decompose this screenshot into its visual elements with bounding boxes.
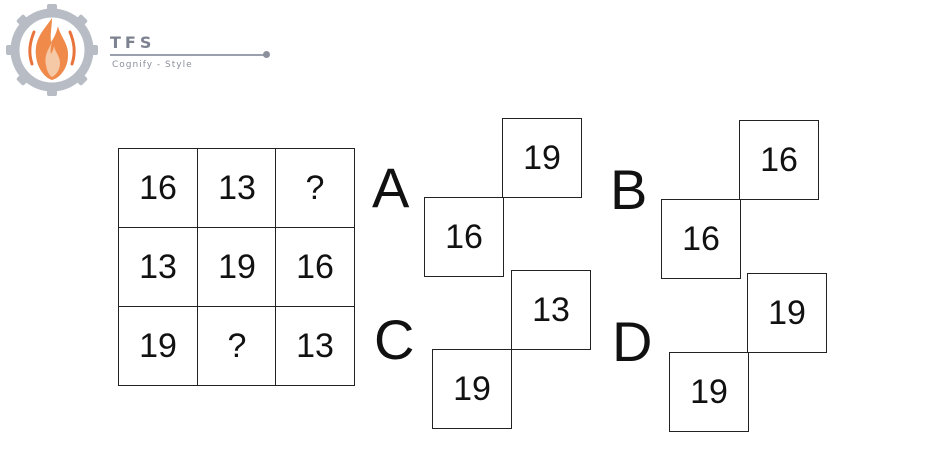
option-a-letter[interactable]: A: [372, 156, 410, 219]
option-c-letter[interactable]: C: [374, 308, 415, 371]
option-b-lower-tile[interactable]: 16: [661, 199, 741, 279]
grid-cell: 13: [197, 148, 277, 228]
option-d-lower-tile[interactable]: 19: [669, 352, 749, 432]
grid-cell: 19: [197, 227, 277, 307]
option-d-letter[interactable]: D: [612, 310, 653, 373]
logo-title: TFS: [110, 33, 156, 52]
logo-divider-dot: [263, 51, 270, 58]
option-c-lower-tile[interactable]: 19: [432, 349, 512, 429]
grid-cell: 16: [275, 227, 355, 307]
grid-cell: 16: [118, 148, 198, 228]
option-a-upper-tile[interactable]: 19: [502, 118, 582, 198]
option-a-lower-tile[interactable]: 16: [424, 197, 504, 277]
logo: TFS Cognify - Style: [0, 0, 280, 100]
grid-cell: 13: [275, 306, 355, 386]
grid-cell-missing: ?: [275, 148, 355, 228]
flame-gear-icon: [6, 4, 98, 96]
grid-cell: 19: [118, 306, 198, 386]
grid-cell-missing: ?: [197, 306, 277, 386]
option-c-upper-tile[interactable]: 13: [511, 270, 591, 350]
logo-divider: [110, 54, 266, 56]
option-b-letter[interactable]: B: [610, 158, 648, 221]
option-b-upper-tile[interactable]: 16: [739, 120, 819, 200]
grid-cell: 13: [118, 227, 198, 307]
option-d-upper-tile[interactable]: 19: [747, 273, 827, 353]
logo-subtitle: Cognify - Style: [112, 60, 193, 70]
